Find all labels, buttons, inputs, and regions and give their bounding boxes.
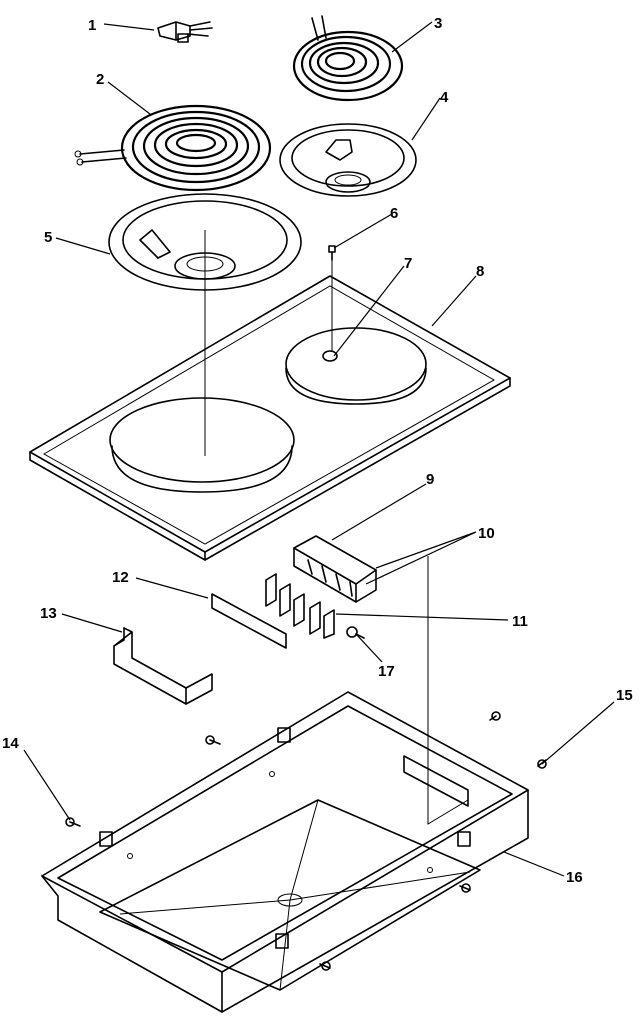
callout-1: 1 (88, 17, 96, 34)
callout-16: 16 (566, 869, 583, 886)
callout-9: 9 (426, 471, 434, 488)
terminal-block-housing (293, 535, 377, 603)
callout-2: 2 (96, 71, 104, 88)
large-drip-bowl (108, 193, 302, 291)
callout-8: 8 (476, 263, 484, 280)
callout-10: 10 (478, 525, 495, 542)
mounting-screw-part (328, 245, 336, 261)
alignment-lines (204, 230, 469, 825)
callout-12: 12 (112, 569, 129, 586)
callout-7: 7 (404, 255, 412, 272)
callout-labels: 1 2 3 4 5 6 7 8 9 10 11 12 13 14 15 16 1… (2, 15, 633, 886)
insulator-plate (211, 593, 287, 649)
cooktop-panel (29, 275, 511, 561)
callout-4: 4 (440, 89, 449, 106)
small-drip-bowl (279, 123, 417, 197)
terminal-screw (346, 626, 365, 639)
callout-13: 13 (40, 605, 57, 622)
callout-3: 3 (434, 15, 442, 32)
callout-11: 11 (512, 613, 528, 630)
callout-6: 6 (390, 205, 398, 222)
large-surface-element (74, 104, 272, 192)
small-surface-element (292, 15, 404, 102)
base-screws (65, 711, 547, 971)
terminal-connector-part (157, 21, 213, 43)
callout-5: 5 (44, 229, 52, 246)
callout-15: 15 (616, 687, 633, 704)
terminal-clips (265, 573, 335, 639)
leader-lines (23, 21, 615, 877)
callout-17: 17 (378, 663, 395, 680)
callout-14: 14 (2, 735, 19, 752)
base-pan (41, 691, 529, 1013)
mounting-bracket (113, 627, 213, 705)
